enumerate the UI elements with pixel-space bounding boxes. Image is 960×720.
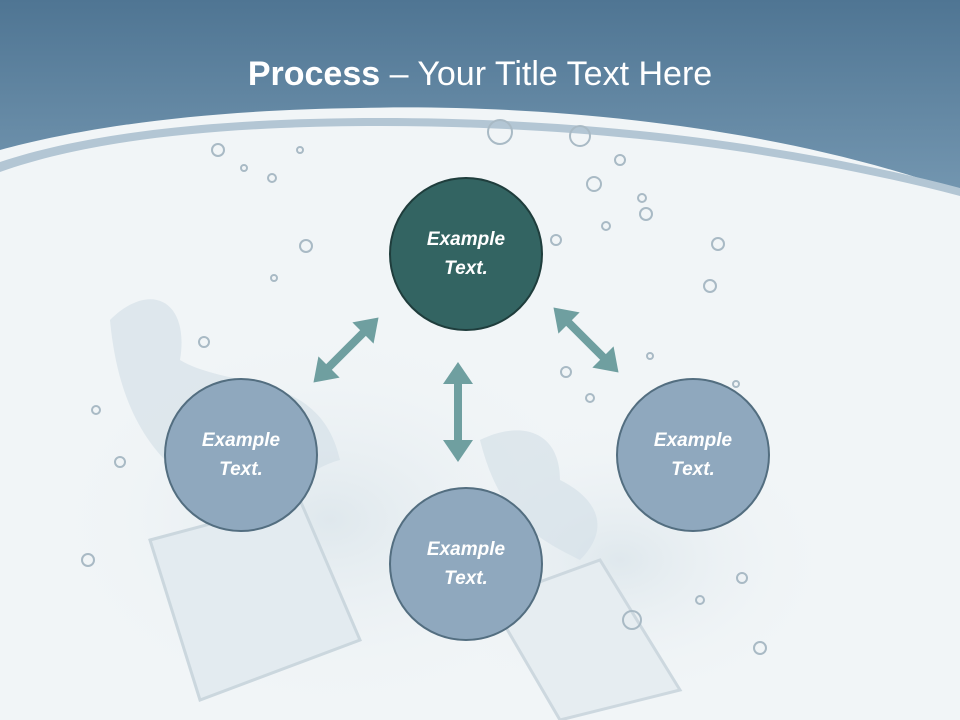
title-regular-part: – Your Title Text Here bbox=[380, 55, 713, 93]
process-node-right[interactable]: Example Text. bbox=[616, 378, 770, 532]
process-node-top[interactable]: Example Text. bbox=[389, 177, 543, 331]
header-band bbox=[0, 0, 960, 192]
node-label: Example Text. bbox=[426, 539, 506, 589]
node-label: Example Text. bbox=[653, 430, 733, 480]
process-node-bottom[interactable]: Example Text. bbox=[389, 487, 543, 641]
title-bold-part: Process bbox=[247, 55, 381, 93]
ice-cube-shape bbox=[487, 558, 683, 720]
water-splash-shape bbox=[480, 430, 598, 560]
node-label: Example Text. bbox=[426, 229, 506, 279]
node-label: Example Text. bbox=[201, 430, 281, 480]
process-node-left[interactable]: Example Text. bbox=[164, 378, 318, 532]
bubbles bbox=[81, 119, 767, 655]
slide-title: Process – Your Title Text Here bbox=[0, 50, 960, 98]
